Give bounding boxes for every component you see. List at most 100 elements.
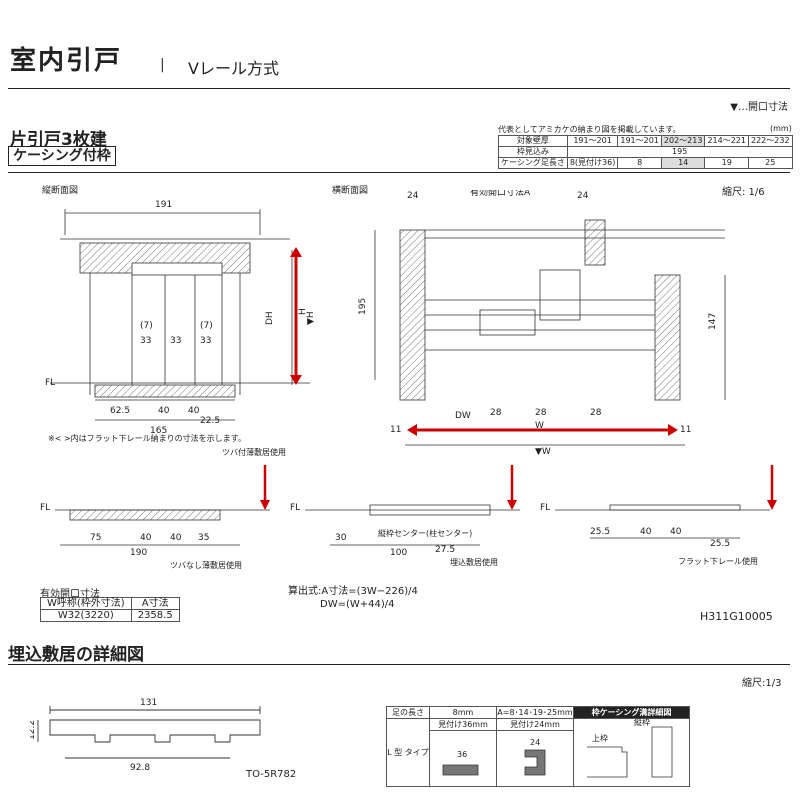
tsuba-none-detail-drawing: FL 75 40 40 35 190 <box>40 465 270 558</box>
svg-text:有効開口寸法A: 有効開口寸法A <box>470 190 531 198</box>
horizontal-section-drawing: 有効開口寸法A 24 24 195 147 DW 28 28 28 W ▼W 1… <box>358 190 726 457</box>
svg-text:28: 28 <box>590 408 602 418</box>
svg-text:75: 75 <box>90 533 101 543</box>
detail-sub-row: L 型 タイプ 見付け36mm 見付け24mm 上枠 縦枠 <box>386 718 690 787</box>
spec-cell: 191～201 <box>566 135 619 147</box>
dim-header-cell: W呼称(枠外寸法) <box>40 597 132 610</box>
dim-table: W呼称(枠外寸法) A寸法 W32(3220) 2358.5 <box>40 597 180 622</box>
svg-text:28: 28 <box>535 408 547 418</box>
tatewaku-label: 縦枠 <box>634 718 650 727</box>
l-shape-24-cell: 24 <box>496 730 574 787</box>
svg-text:27.5: 27.5 <box>435 545 455 555</box>
svg-text:40: 40 <box>170 533 182 543</box>
detail-cell-groove-title: 枠ケーシング溝詳細図 <box>573 706 690 719</box>
svg-text:▼W: ▼W <box>535 447 551 457</box>
svg-text:22.5: 22.5 <box>200 416 220 426</box>
svg-text:165: 165 <box>150 426 167 436</box>
svg-text:40: 40 <box>188 406 200 416</box>
svg-text:(7): (7) <box>200 321 213 331</box>
detail-header-row: 足の長さ 8mm A=8･14･19･25mm 枠ケーシング溝詳細図 <box>386 706 690 719</box>
svg-text:28: 28 <box>490 408 502 418</box>
groove-detail-cell: 上枠 縦枠 <box>573 718 690 787</box>
svg-text:25.5: 25.5 <box>710 539 730 549</box>
dim-33-b: 33 <box>170 336 181 346</box>
dim-table-row: W32(3220) 2358.5 <box>40 609 180 622</box>
section2-rule <box>8 664 790 665</box>
formula-a: 算出式:A寸法=(3W−226)/4 <box>288 586 418 597</box>
detail-cell-mitsuke36: 見付け36mm <box>429 718 497 731</box>
title-separator: | <box>160 57 165 73</box>
casing-frame-badge: ケーシング付枠 <box>8 146 116 166</box>
spec-row-depth: 枠見込み 195 <box>498 146 793 158</box>
page-title: 室内引戸 <box>10 46 123 76</box>
spec-cell: 対象壁厚 <box>498 135 568 147</box>
spec-cell: 14 <box>660 157 706 169</box>
detail-cell-8mm: 8mm <box>429 706 497 719</box>
detail-cell-mitsuke24: 見付け24mm <box>496 718 574 731</box>
horizontal-section-label: 横断面図 <box>332 186 369 196</box>
spec-cell: 8(見付け36) <box>566 157 619 169</box>
svg-text:11: 11 <box>680 425 691 435</box>
svg-text:DW: DW <box>455 411 471 421</box>
l-shape-36-cell: 36 <box>429 730 497 787</box>
svg-text:DH: DH <box>265 311 275 325</box>
dim-cell: 2358.5 <box>130 609 180 622</box>
spec-cell: 8 <box>617 157 662 169</box>
svg-text:H: H <box>298 308 308 315</box>
dim-table-caption: 有効開口寸法 <box>40 589 100 600</box>
svg-text:25.5: 25.5 <box>590 527 610 537</box>
svg-text:62.5: 62.5 <box>110 406 130 416</box>
svg-text:40: 40 <box>140 533 152 543</box>
spec-cell: ケーシング足長さ <box>498 157 568 169</box>
spec-row-casing: ケーシング足長さ 8(見付け36) 8 14 19 25 <box>498 157 793 169</box>
spec-table-unit: (mm) <box>770 124 792 133</box>
flat-rail-detail-drawing: FL 25.5 40 40 25.5 <box>540 465 777 549</box>
spec-cell: 195 <box>566 146 793 158</box>
embedded-detail-drawing: FL 30 100 27.5 <box>290 465 520 558</box>
tsuba-thin-label: ツバ付薄敷居使用 <box>222 448 286 457</box>
spec-table: 対象壁厚 191～201 191～201 202～213 214～221 222… <box>498 135 793 169</box>
section-title-embedded-sill: 埋込敷居の詳細図 <box>8 645 144 665</box>
svg-text:36: 36 <box>457 750 467 759</box>
svg-text:92.8: 92.8 <box>130 763 150 773</box>
section-title-sliding-door: 片引戸3枚建 <box>10 130 107 150</box>
part-number: TO-5R782 <box>246 769 297 780</box>
detail-table: 足の長さ 8mm A=8･14･19･25mm 枠ケーシング溝詳細図 L 型 タ… <box>386 706 690 787</box>
svg-text:131: 131 <box>140 698 157 708</box>
section-rule <box>8 172 790 173</box>
groove-detail-drawing <box>586 726 672 777</box>
svg-text:▼H: ▼H <box>306 311 316 325</box>
dim-33-c: 33 <box>200 336 211 346</box>
detail-cell-type: L 型 タイプ <box>386 718 430 787</box>
spec-cell: 19 <box>704 157 749 169</box>
l-shape-24-drawing: 24 <box>524 738 546 775</box>
spec-cell: 枠見込み <box>498 146 568 158</box>
drawing-code: H311G10005 <box>700 610 773 623</box>
header-rule <box>8 88 790 89</box>
spec-row-wall: 対象壁厚 191～201 191～201 202～213 214～221 222… <box>498 135 793 147</box>
svg-text:(7): (7) <box>140 321 153 331</box>
embedded-label: 埋込敷居使用 <box>450 558 498 567</box>
dim-33-a: 33 <box>140 336 151 346</box>
spec-cell: 202～213 <box>660 135 706 147</box>
dim-191: 191 <box>155 200 172 210</box>
formula-dw: DW=(W+44)/4 <box>320 599 395 610</box>
spec-table-caption: 代表としてアミカケの納まり図を掲載しています。 <box>498 125 681 134</box>
bracket-note: ※< >内はフラット下レール納まりの寸法を示します。 <box>48 434 246 443</box>
svg-text:30: 30 <box>335 533 347 543</box>
svg-text:100: 100 <box>390 548 407 558</box>
vertical-section-label: 縦断面図 <box>42 186 79 196</box>
detail-cell-leg-length: 足の長さ <box>386 706 430 719</box>
vertical-section-drawing: 191 33 33 33 (7) (7) 62.5 40 40 22.5 165… <box>45 200 316 436</box>
page-subtitle: Vレール方式 <box>188 59 279 78</box>
svg-text:24: 24 <box>407 191 419 201</box>
svg-text:147: 147 <box>708 313 718 330</box>
svg-text:11: 11 <box>390 425 401 435</box>
dim-table-header: W呼称(枠外寸法) A寸法 <box>40 597 180 610</box>
dim-cell: W32(3220) <box>40 609 132 622</box>
legend-opening-dimension: ▼…開口寸法 <box>730 102 788 113</box>
svg-text:FL: FL <box>290 503 300 513</box>
detail-cell-a: A=8･14･19･25mm <box>496 706 574 719</box>
svg-text:12.2: 12.2 <box>30 720 37 740</box>
spec-cell: 214～221 <box>704 135 749 147</box>
